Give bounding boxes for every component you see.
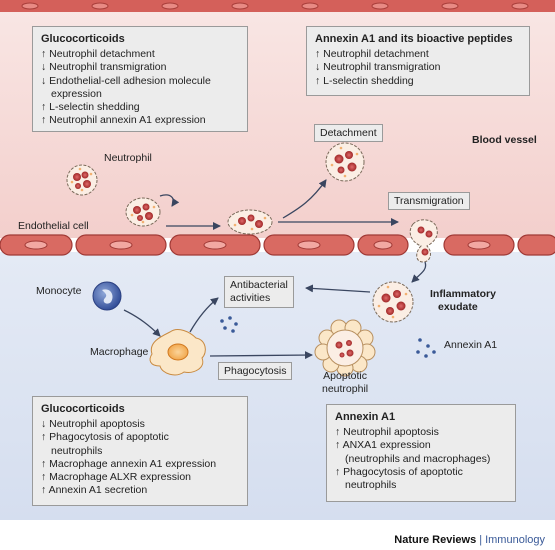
credit-separator: | [479,534,483,546]
effect-line: ↑ Macrophage annexin A1 expression [41,457,217,470]
effect-line: ↓ Neutrophil transmigration [41,61,167,74]
neutrophil-transmigrating [409,219,438,263]
effect-line: ↑ ANXA1 expression [335,439,431,452]
neutrophil-label: Neutrophil [104,152,152,164]
box-title: Annexin A1 [335,411,396,423]
effect-line: expression [51,87,102,100]
journal-section: Immunology [485,534,545,546]
effect-line: ↑ Neutrophil annexin A1 expression [41,114,206,127]
neutrophil-cell-2 [125,197,161,227]
effect-line: ↑ Annexin A1 secretion [41,484,148,497]
neutrophil-detached [325,142,365,182]
monocyte-label: Monocyte [36,285,82,297]
effect-line: neutrophils [51,444,103,457]
transmigration-label: Transmigration [388,192,470,210]
journal-name: Nature Reviews [394,534,477,546]
monocyte-cell [92,281,122,311]
annexin-a1-label: Annexin A1 [444,339,498,351]
effect-line: ↑ Phagocytosis of apoptotic [41,431,169,444]
apoptotic-line-2: neutrophil [322,383,369,395]
inflammatory-line-2: exudate [438,301,478,313]
top-endothelium [0,0,555,12]
glucocorticoids-vessel-box: Glucocorticoids ↑ Neutrophil detachment … [32,26,248,132]
neutrophil-exudate [372,281,414,323]
macrophage-cell [149,329,206,376]
macrophage-label: Macrophage [90,346,149,358]
effect-line: ↑ Neutrophil detachment [315,48,429,61]
annexin-particles-exudate [416,338,436,358]
effect-line: ↓ Endothelial-cell adhesion molecule [41,74,211,87]
inflammatory-exudate-label: Inflammatory exudate [430,288,496,314]
effect-line: ↑ Neutrophil apoptosis [335,426,439,439]
effect-line: ↓ Neutrophil transmigration [315,61,441,74]
flow-arrows [123,179,427,360]
apoptotic-neutrophil-cell [314,319,376,377]
effect-line: neutrophils [345,479,397,492]
effect-line: ↑ L-selectin shedding [315,74,414,87]
effect-line: ↑ Macrophage ALXR expression [41,471,191,484]
journal-credit: Nature Reviews|Immunology [394,534,545,546]
effect-line: (neutrophils and macrophages) [345,452,491,465]
blood-vessel-label: Blood vessel [472,134,537,146]
annexin-peptides-vessel-box: Annexin A1 and its bioactive peptides ↑ … [306,26,530,96]
effect-line: ↑ Neutrophil detachment [41,48,155,61]
annexin-tissue-box: Annexin A1 ↑ Neutrophil apoptosis ↑ ANXA… [326,404,516,502]
antibacterial-line-2: activities [230,292,271,304]
apoptotic-neutrophil-label: Apoptotic neutrophil [322,370,368,396]
box-title: Glucocorticoids [41,33,125,45]
neutrophil-cell-1 [66,164,98,196]
endothelial-cell-layer [0,234,555,256]
detachment-label: Detachment [314,124,383,142]
antibacterial-line-1: Antibacterial [230,279,288,291]
effect-line: ↑ Phagocytosis of apoptotic [335,465,463,478]
neutrophil-cell-3 [227,209,273,235]
apoptotic-line-1: Apoptotic [323,370,367,382]
inflammatory-line-1: Inflammatory [430,288,496,300]
box-title: Glucocorticoids [41,403,125,415]
glucocorticoids-tissue-box: Glucocorticoids ↓ Neutrophil apoptosis ↑… [32,396,248,506]
effect-line: ↑ L-selectin shedding [41,101,140,114]
antibacterial-label: Antibacterial activities [224,276,294,308]
endothelial-cell-label: Endothelial cell [18,220,89,232]
annexin-particles-macrophage [220,316,238,333]
phagocytosis-label: Phagocytosis [218,362,293,380]
effect-line: ↓ Neutrophil apoptosis [41,418,145,431]
box-title: Annexin A1 and its bioactive peptides [315,33,513,45]
